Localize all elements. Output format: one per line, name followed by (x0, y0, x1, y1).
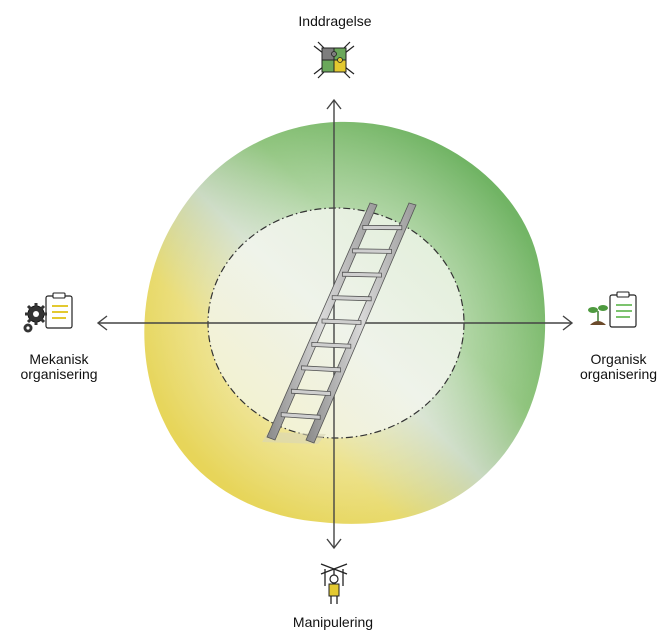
ladder-rung (341, 271, 382, 278)
axis-label-right-line1: Organisk (590, 351, 647, 367)
axis-label-right-line2: organisering (579, 366, 658, 382)
arrow-down (326, 538, 342, 550)
arrow-left (96, 315, 108, 331)
axis-label-left-line1: Mekanisk (29, 351, 89, 367)
ladder-rung (331, 295, 372, 302)
ladder-icon (262, 202, 417, 444)
ladder-rung (362, 224, 403, 231)
axis-label-bottom: Manipulering (292, 614, 374, 630)
arrow-up (326, 98, 342, 110)
sprout-clipboard-icon (588, 291, 637, 328)
puppet-icon (320, 563, 348, 604)
arrow-right (562, 315, 574, 331)
ladder-rung (311, 341, 352, 349)
ladder-rung (321, 318, 362, 325)
ladder-rung (290, 388, 331, 397)
puzzle-hands-icon (313, 41, 355, 79)
gears-clipboard-icon (23, 292, 73, 333)
ladder-rung (280, 412, 321, 420)
ladder-rung (301, 365, 342, 373)
ladder-rung (352, 248, 393, 254)
axis-label-right: Organisk organisering (570, 352, 667, 382)
axis-label-left-line2: organisering (20, 366, 98, 382)
axis-label-left: Mekanisk organisering (6, 352, 112, 382)
axis-label-top: Inddragelse (298, 13, 372, 29)
